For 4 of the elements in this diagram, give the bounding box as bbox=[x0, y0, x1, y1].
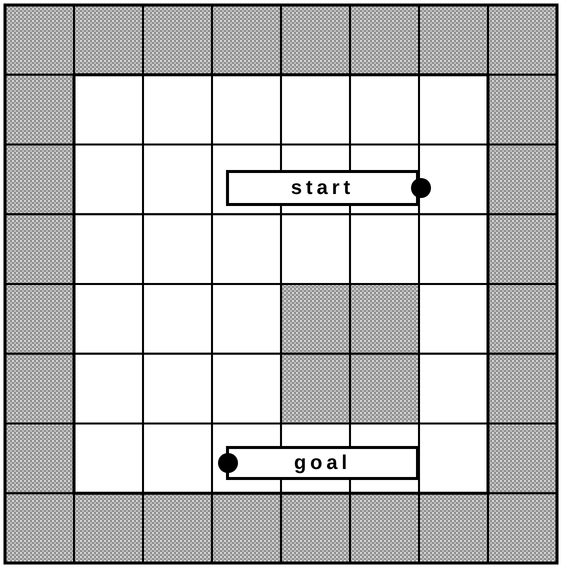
label-box bbox=[226, 170, 419, 206]
box-label: goal bbox=[294, 452, 352, 474]
box-label: start bbox=[290, 176, 354, 200]
label-box bbox=[226, 446, 419, 480]
